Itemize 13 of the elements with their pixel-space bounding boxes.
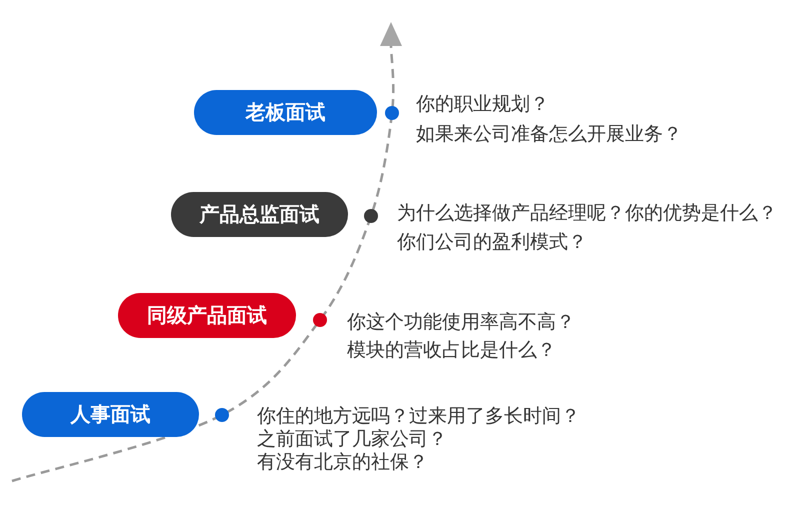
question-text: 为什么选择做产品经理呢？你的优势是什么？ (397, 201, 777, 226)
stage-pill: 人事面试 (22, 392, 199, 437)
stage-pill: 同级产品面试 (118, 293, 296, 338)
question-text: 你这个功能使用率高不高？ (347, 310, 575, 335)
question-text: 你住的地方远吗？过来用了多长时间？ (257, 405, 580, 428)
question-text: 你们公司的盈利模式？ (397, 230, 587, 255)
stage-pill: 产品总监面试 (171, 192, 348, 237)
stage-pill: 老板面试 (194, 90, 377, 135)
question-text: 如果来公司准备怎么开展业务？ (416, 122, 682, 147)
question-text: 模块的营收占比是什么？ (347, 338, 556, 363)
question-text: 有没有北京的社保？ (257, 451, 428, 474)
question-text: 之前面试了几家公司？ (257, 428, 447, 451)
question-text: 你的职业规划？ (416, 92, 549, 117)
